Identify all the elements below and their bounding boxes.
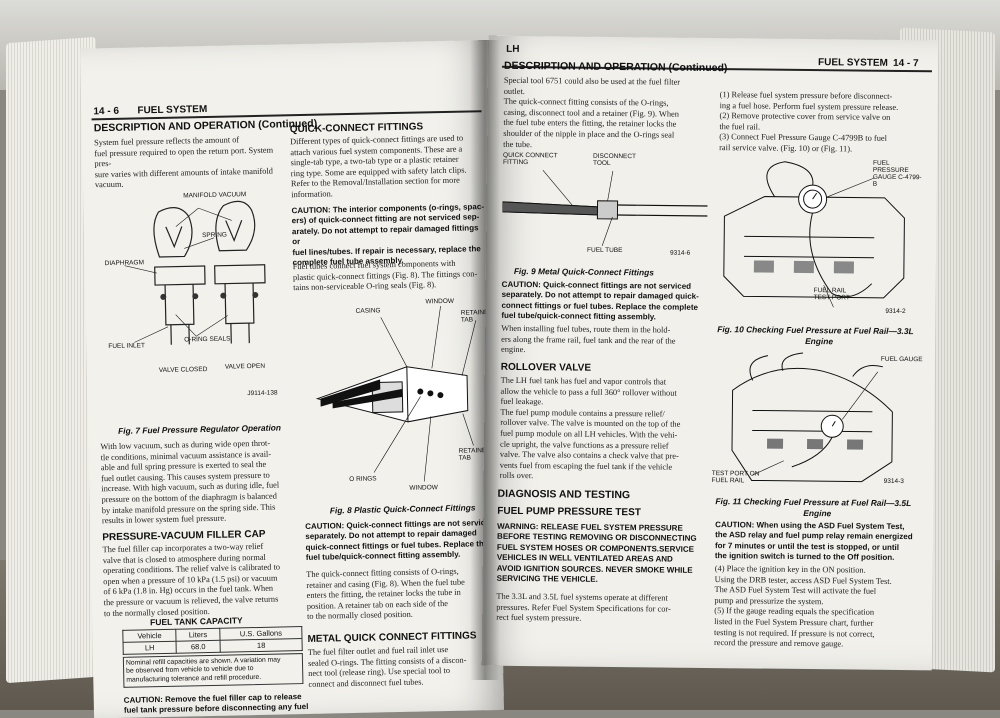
fig11-label-fuel-gauge: FUEL GAUGE	[880, 355, 923, 364]
fig10-code: 9314-2	[885, 307, 906, 316]
right-section-title: FUEL SYSTEM	[817, 57, 888, 69]
table-header-cell: Liters	[175, 628, 221, 642]
left-col1-body: With low vacuum, such as during wide ope…	[100, 438, 280, 526]
left-heading: DESCRIPTION AND OPERATION (Continued)	[93, 117, 318, 135]
right-heading: DESCRIPTION AND OPERATION (Continued)	[503, 59, 728, 75]
fig9-diagram: QUICK CONNECT FITTING DISCONNECT TOOL FU…	[501, 150, 708, 262]
table-cell: LH	[123, 641, 177, 655]
fig11-code: 9314-3	[883, 477, 904, 486]
fuel-rail-35-illustration	[731, 352, 893, 483]
tank-capacity-table: Vehicle Liters U.S. Gallons LH 68.0 18	[122, 626, 303, 655]
fig9-label-fuel-tube: FUEL TUBE	[587, 246, 623, 255]
fig10-caption-line2: Engine	[805, 335, 834, 347]
fig7-label-manifold-vacuum: MANIFOLD VACUUM	[183, 191, 247, 200]
right-col2-steps2: (4) Place the ignition key in the ON pos…	[713, 564, 892, 649]
filler-cap-heading: PRESSURE-VACUUM FILLER CAP	[102, 528, 266, 544]
fig9-code: 9314-6	[670, 249, 691, 257]
book-gutter	[470, 40, 500, 680]
fig8-label-window-top: WINDOW	[425, 297, 455, 306]
warning-text: WARNING: RELEASE FUEL SYSTEM PRESSURE BE…	[496, 521, 697, 584]
filler-cap-text: The fuel filler cap incorporates a two-w…	[102, 541, 281, 618]
plastic-quick-connect-illustration	[315, 306, 477, 482]
fig7-diagram: MANIFOLD VACUUM SPRING DIAPHRAGM FUEL IN…	[103, 184, 292, 388]
fig9-caption: Fig. 9 Metal Quick-Connect Fittings	[513, 265, 654, 278]
right-col1-text2: When installing fuel tubes, route them i…	[500, 323, 676, 355]
left-col1-caution: CAUTION: Remove the fuel filler cap to r…	[123, 692, 309, 718]
left-page-number: 14 - 6	[93, 105, 120, 118]
tank-capacity-note: Nominal refill capacities are shown. A v…	[122, 653, 304, 689]
right-col1-caution: CAUTION: Quick-connect fittings are not …	[501, 279, 699, 322]
metal-qc-heading: METAL QUICK CONNECT FITTINGS	[307, 630, 477, 645]
right-col1-intro: Special tool 6751 could also be used at …	[503, 75, 681, 149]
table-cell: 18	[220, 638, 303, 653]
metal-quick-connect-illustration	[501, 170, 708, 246]
pump-test-text: The 3.3L and 3.5L fuel systems operate a…	[496, 591, 671, 623]
fig8-diagram: CASING WINDOW RETAINER TAB O RINGS WINDO…	[310, 295, 494, 504]
fig7-label-spring: SPRING	[201, 231, 228, 240]
qc-heading: QUICK-CONNECT FITTINGS	[289, 121, 424, 136]
table-header-cell: Vehicle	[122, 629, 177, 643]
fig11-label-test-port: TEST PORT ON FUEL RAIL	[711, 470, 760, 485]
fig11-caption-line1: Fig. 11 Checking Fuel Pressure at Fuel R…	[715, 496, 912, 509]
diagnosis-heading: DIAGNOSIS AND TESTING	[497, 487, 631, 502]
fig10-caption-line1: Fig. 10 Checking Fuel Pressure at Fuel R…	[717, 324, 914, 337]
right-col2-caution: CAUTION: When using the ASD Fuel System …	[714, 520, 913, 563]
rollover-heading: ROLLOVER VALVE	[500, 361, 592, 374]
fig7-label-oring-seals: O-RING SEALS	[184, 335, 231, 344]
tank-capacity-title: FUEL TANK CAPACITY	[150, 615, 243, 628]
fuel-regulator-illustration	[124, 200, 266, 345]
fig8-caption: Fig. 8 Plastic Quick-Connect Fittings	[329, 502, 476, 516]
fig11-diagram: FUEL GAUGE TEST PORT ON FUEL RAIL 9314-3	[712, 350, 923, 492]
left-page: 14 - 6 FUEL SYSTEM DESCRIPTION AND OPERA…	[80, 40, 505, 718]
fig10-diagram: FUEL PRESSURE GAUGE C-4799-B FUEL RAIL T…	[713, 156, 925, 323]
fig9-label-disconnect-tool: DISCONNECT TOOL	[592, 152, 636, 167]
right-tab-label: LH	[506, 43, 520, 55]
left-section-title: FUEL SYSTEM	[137, 103, 208, 117]
fuel-rail-33-illustration	[723, 161, 905, 308]
left-col1-intro: System fuel pressure reflects the amount…	[93, 135, 274, 190]
right-col2-steps: (1) Release fuel system pressure before …	[719, 90, 899, 154]
rollover-text: The LH fuel tank has fuel and vapor cont…	[499, 375, 681, 481]
fig8-label-window-bottom: WINDOW	[409, 484, 438, 492]
fig7-label-valve-open: VALVE OPEN	[224, 362, 266, 371]
qc-text2: Fuel tubes connect fuel system component…	[292, 258, 478, 293]
fig10-label-gauge: FUEL PRESSURE GAUGE C-4799-B	[872, 159, 922, 188]
fig7-caption: Fig. 7 Fuel Pressure Regulator Operation	[117, 422, 282, 436]
fig10-label-test-port: FUEL RAIL TEST PORT	[813, 287, 850, 302]
fig8-label-casing: CASING	[355, 307, 381, 315]
fig11-caption-line2: Engine	[803, 507, 832, 519]
right-page-number: 14 - 7	[892, 57, 919, 70]
pump-test-heading: FUEL PUMP PRESSURE TEST	[497, 505, 641, 519]
fig7-label-fuel-inlet: FUEL INLET	[108, 342, 146, 351]
fig8-label-o-rings: O RINGS	[349, 475, 377, 484]
table-row: LH 68.0 18	[123, 638, 303, 655]
qc-text: Different types of quick-connect fitting…	[289, 133, 467, 200]
fig7-label-valve-closed: VALVE CLOSED	[158, 365, 208, 375]
fig9-label-quick-connect: QUICK CONNECT FITTING	[502, 151, 558, 167]
table-cell: 68.0	[176, 640, 221, 654]
fig7-label-diaphragm: DIAPHRAGM	[104, 259, 145, 268]
fig7-code: J9114-138	[247, 389, 278, 398]
right-page: LH FUEL SYSTEM 14 - 7 DESCRIPTION AND OP…	[481, 35, 939, 671]
